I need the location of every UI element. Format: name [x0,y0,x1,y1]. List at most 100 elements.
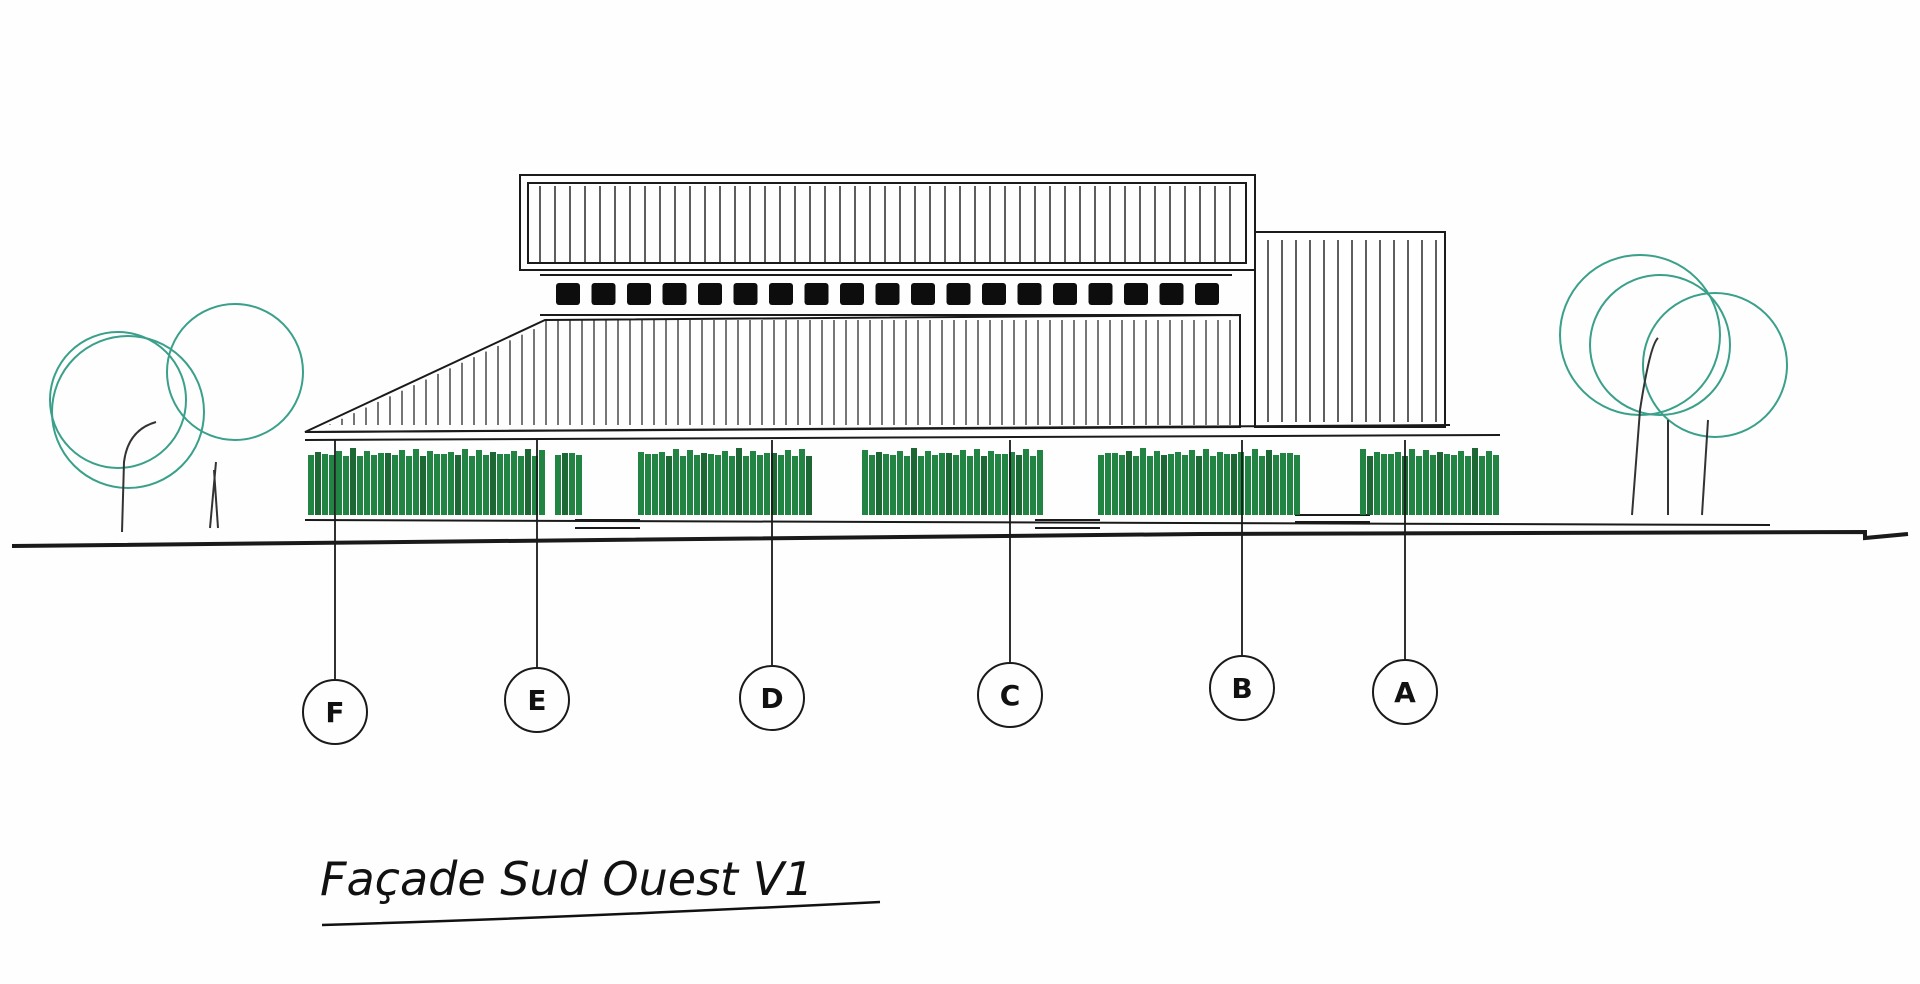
green-slat [1224,454,1230,515]
green-slat [490,452,496,515]
green-slat [1175,452,1181,515]
green-slat [427,451,433,515]
green-slat [988,451,994,515]
green-slat [1168,454,1174,515]
green-slat [1037,450,1043,515]
green-slat [876,452,882,515]
green-slat [897,451,903,515]
green-slat [357,456,363,515]
window-pane [1088,283,1113,305]
green-slat [1210,456,1216,515]
green-slat [1416,456,1422,515]
green-slat [960,450,966,515]
green-slat [1367,456,1373,515]
window-pane [1053,283,1077,305]
axis-bubble [302,679,368,745]
axis-label-b: B [1231,672,1252,705]
window-pane [698,283,722,305]
green-slat [399,450,405,515]
axis-label-e: E [527,684,546,717]
green-slat [315,452,321,515]
green-slat [981,456,987,515]
green-slat [806,456,812,515]
green-slat [967,456,973,515]
green-slat [764,453,770,515]
green-slat [1252,449,1258,515]
window-pane [1124,283,1148,305]
green-slat [1238,452,1244,515]
green-slat [1273,455,1279,515]
green-slat [371,455,377,515]
green-slat [771,453,777,515]
green-slat [469,456,475,515]
green-slat [1140,448,1146,515]
green-slat [406,456,412,515]
green-slat [953,455,959,515]
green-slat [1196,456,1202,515]
ground-line [11,529,1909,548]
green-slat [1493,455,1499,515]
clerestory-windows [556,283,1219,305]
green-slat [1126,451,1132,515]
green-slat [890,455,896,515]
window-pane [875,283,900,305]
green-slat [862,450,868,515]
window-pane [840,283,864,305]
green-slat [925,451,931,515]
green-slat [666,456,672,515]
green-slat [1374,452,1380,515]
upper-slats [539,186,1231,262]
green-slat [504,454,510,515]
green-slat [974,449,980,515]
axis-label-d: D [760,682,783,715]
green-slat [722,451,728,515]
window-pane [1195,283,1219,305]
window-pane [946,283,971,305]
green-slat [1161,455,1167,515]
green-screens [308,448,1499,515]
green-slat [1294,455,1300,515]
green-slat [420,456,426,515]
green-slat [413,449,419,515]
green-slat [322,454,328,515]
green-slat [638,452,644,515]
green-slat [336,451,342,515]
green-slat [1430,455,1436,515]
green-slat [562,453,568,515]
green-slat [1451,455,1457,515]
green-slat [729,456,735,515]
window-pane [591,283,616,305]
green-slat [476,450,482,515]
green-slat [883,454,889,515]
window-pane [769,283,793,305]
green-slat [343,456,349,515]
green-slat [1245,456,1251,515]
green-slat [364,451,370,515]
green-slat [1154,451,1160,515]
green-slat [518,456,524,515]
green-slat [1287,453,1293,515]
green-slat [511,451,517,515]
green-slat [743,456,749,515]
green-slat [1189,450,1195,515]
green-slat [652,454,658,515]
green-slat [1259,456,1265,515]
green-slat [1360,449,1366,515]
green-slat [1472,448,1478,515]
green-slat [1479,456,1485,515]
right-volume [1254,231,1446,428]
green-slat [869,455,875,515]
green-slat [462,449,468,515]
axis-bubble [1372,659,1438,725]
window-pane [733,283,758,305]
green-slat [392,455,398,515]
green-slat [1409,449,1415,515]
green-slat [911,448,917,515]
window-pane [804,283,829,305]
green-slat [385,453,391,515]
main-volume [304,313,1241,433]
building [304,174,1771,529]
title-text: Façade Sud Ouest V1 [320,852,813,906]
tower-slats [1267,240,1437,422]
window-pane [556,283,580,305]
